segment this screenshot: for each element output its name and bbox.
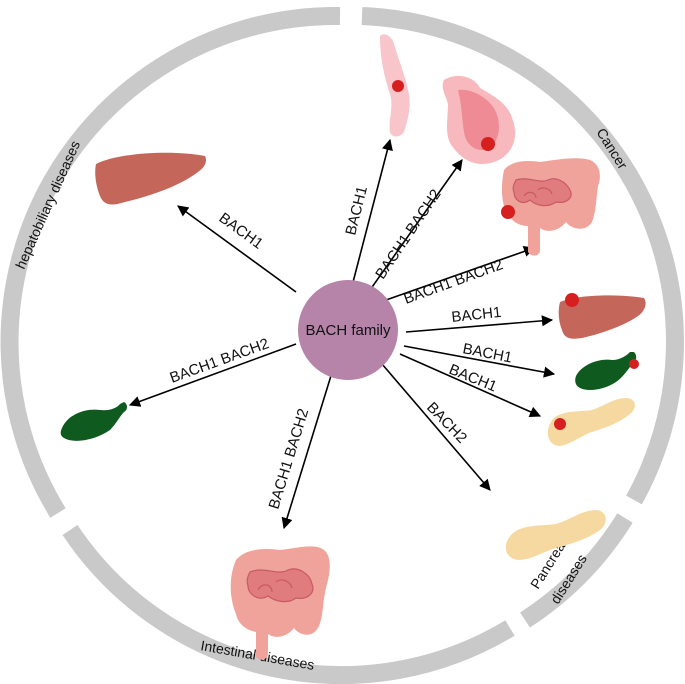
gallbladder-icon: [60, 402, 127, 441]
esophagus-tumor-icon: [392, 80, 404, 92]
label-liver-hepatobiliary: BACH1: [216, 209, 266, 252]
intestine-icon: [230, 546, 330, 660]
gallbladder-cancer-icon: [575, 352, 637, 390]
colon-icon: [501, 158, 600, 256]
label-gallbladder-hepatobiliary: BACH1 BACH2: [168, 335, 272, 387]
label-gallbladder-cancer: BACH1: [461, 340, 513, 366]
liver-tumor-icon: [565, 293, 579, 307]
arrows: [128, 138, 556, 530]
liver-icon: [95, 152, 207, 205]
pancreas-icon: [505, 510, 606, 560]
stomach-tumor-icon: [481, 137, 495, 151]
liver-cancer-icon: [558, 295, 646, 339]
arrow-esophagus-cancer: [351, 138, 393, 287]
segment-label-hepatobiliary: hepatobiliary diseases: [12, 138, 83, 271]
arrow-liver-hepatobiliary: [177, 205, 297, 293]
label-stomach-cancer: BACH1 BACH2: [372, 186, 444, 282]
arrow-pancreas-pancreatic: [381, 363, 491, 491]
arrow-gallbladder-cancer: [403, 345, 556, 378]
ring-segment-intestinal: [62, 525, 515, 684]
ring-segment-hepatobiliary: [0, 6, 341, 518]
ring-segment-cancer: [361, 7, 684, 505]
center-label: BACH family: [305, 322, 391, 339]
stomach-inner-icon: [458, 89, 499, 151]
arrow-colon-cancer: [385, 246, 536, 301]
arrow-stomach-cancer: [369, 159, 463, 291]
label-liver-cancer: BACH1: [451, 304, 503, 326]
arrow-intestine-intestinal: [281, 365, 335, 530]
arrow-pancreas-cancer: [399, 353, 542, 418]
label-pancreas-cancer: BACH1: [447, 361, 500, 396]
arrow-gallbladder-hepatobiliary: [128, 343, 297, 407]
pancreas-tumor-icon: [554, 418, 566, 430]
arrow-liver-cancer: [405, 315, 554, 333]
outer-ring: [0, 6, 684, 684]
colon-tumor-icon: [501, 205, 515, 219]
center-node: [298, 280, 398, 380]
ring-segment-pancreatic: [520, 513, 633, 628]
pancreas-cancer-icon: [547, 398, 635, 446]
label-colon-cancer: BACH1 BACH2: [402, 256, 506, 308]
gallbladder-tumor-icon: [629, 359, 639, 369]
